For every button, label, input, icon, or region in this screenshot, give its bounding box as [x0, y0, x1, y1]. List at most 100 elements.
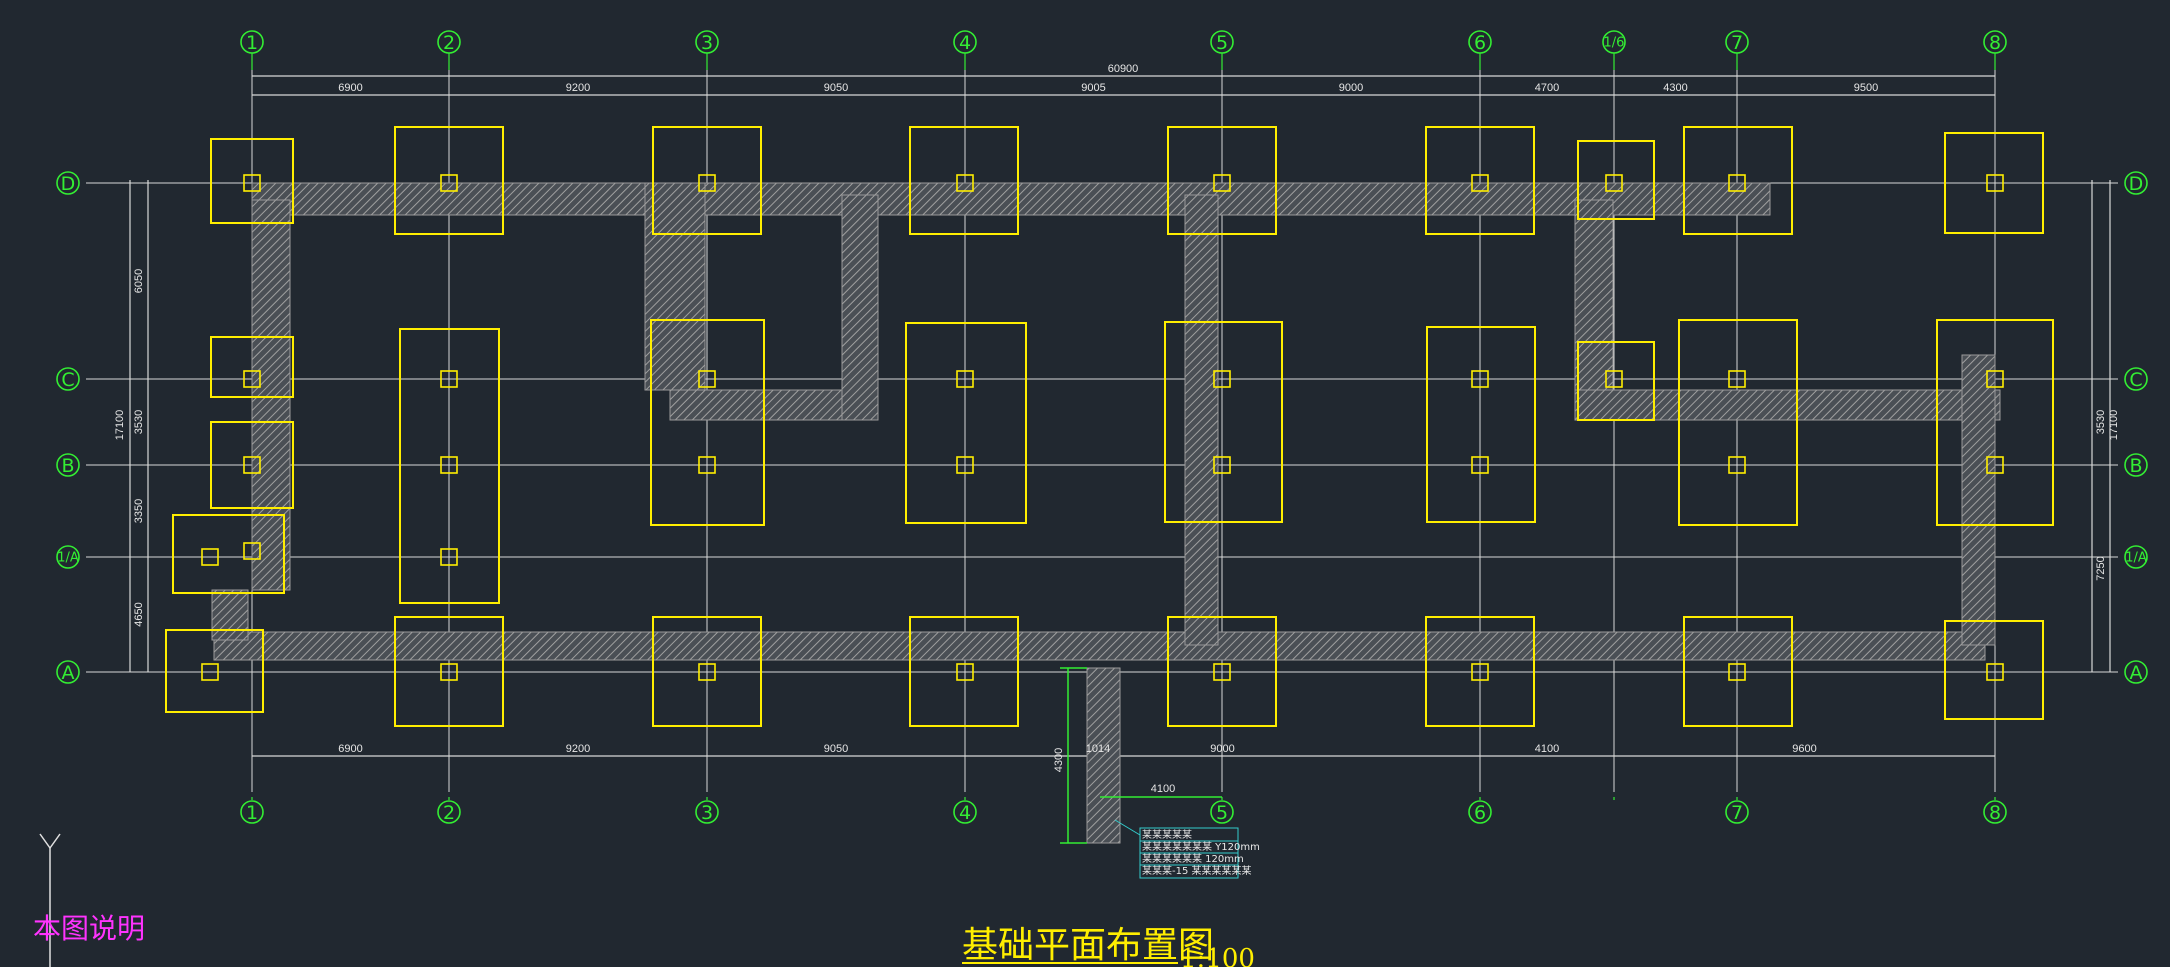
axis-bubble-bottom-3: 3 — [695, 800, 719, 824]
axis-bubble-right-A: A — [2124, 660, 2148, 684]
trench-offset-dimension: 4100 — [1151, 783, 1175, 795]
footing — [1425, 616, 1535, 727]
svg-text:1/A: 1/A — [2125, 551, 2147, 566]
footings — [165, 126, 2054, 727]
svg-text:D: D — [2129, 173, 2144, 195]
column-marker — [1471, 174, 1489, 192]
left-segment-dimension: 4650 — [133, 602, 145, 626]
axis-bubble-top-8: 8 — [1983, 30, 2007, 54]
trench-dimension — [1060, 667, 1222, 844]
svg-text:8: 8 — [1989, 32, 2001, 54]
svg-text:1/A: 1/A — [57, 551, 79, 566]
bottom-span-dimension: 6900 — [338, 743, 362, 755]
column-marker — [243, 542, 261, 560]
footing — [1683, 126, 1793, 235]
left-segment-dimension: 3350 — [133, 499, 145, 523]
legend-line-2: 某某某某某某某 Y120mm — [1142, 841, 1260, 853]
footing — [1425, 126, 1535, 235]
column-marker — [698, 370, 716, 388]
axis-bubble-bottom-7: 7 — [1725, 800, 1749, 824]
drawing-scale: 1:100 — [1180, 944, 1255, 967]
footing — [399, 328, 500, 604]
axis-bubble-top-1: 1 — [240, 30, 264, 54]
axis-bubble-top-6: 6 — [1468, 30, 1492, 54]
footing — [394, 616, 504, 727]
column-marker — [440, 456, 458, 474]
axis-bubble-bottom-4: 4 — [953, 800, 977, 824]
axis-bubble-left-1/A: 1/A — [56, 545, 80, 569]
axis-bubble-bottom-5: 5 — [1210, 800, 1234, 824]
column-marker — [698, 663, 716, 681]
right-segment-dimension: 3530 — [2095, 410, 2107, 434]
footing — [652, 616, 762, 727]
axis-bubble-left-B: B — [56, 453, 80, 477]
top-span-dimension: 4300 — [1663, 82, 1687, 94]
trench-legend: 某某某某某 某某某某某某某 Y120mm 某某某某某某 120mm 某某某-15… — [1114, 819, 1260, 879]
svg-text:7: 7 — [1731, 802, 1743, 824]
footing — [652, 126, 762, 235]
column-marker — [1986, 174, 2004, 192]
column-marker — [243, 174, 261, 192]
svg-text:4: 4 — [959, 802, 971, 824]
bottom-span-dimension: 9600 — [1792, 743, 1816, 755]
column-marker — [243, 456, 261, 474]
ground-beams — [211, 182, 2001, 844]
column-marker — [698, 456, 716, 474]
trench-depth-dimension: 4300 — [1053, 748, 1065, 772]
footing — [909, 126, 1019, 235]
bottom-span-dimension: 9000 — [1210, 743, 1234, 755]
svg-text:C: C — [2129, 369, 2142, 391]
top-span-dimension: 9050 — [824, 82, 848, 94]
right-overall-dimension: 17100 — [2108, 410, 2120, 441]
column-marker — [201, 663, 219, 681]
svg-text:5: 5 — [1216, 802, 1228, 824]
svg-text:1/6: 1/6 — [1604, 36, 1625, 51]
column-marker — [1728, 663, 1746, 681]
svg-text:8: 8 — [1989, 802, 2001, 824]
axis-bubble-bottom-2: 2 — [437, 800, 461, 824]
column-marker — [1986, 370, 2004, 388]
svg-text:6: 6 — [1474, 802, 1486, 824]
column-marker — [956, 456, 974, 474]
axis-bubble-right-B: B — [2124, 453, 2148, 477]
top-span-dimension: 9200 — [566, 82, 590, 94]
svg-text:B: B — [61, 455, 74, 477]
svg-text:1: 1 — [246, 802, 258, 824]
axis-bubble-top-1/6: 1/6 — [1602, 30, 1626, 54]
svg-text:A: A — [62, 662, 75, 684]
column-marker — [1213, 663, 1231, 681]
top-span-dimension: 4700 — [1535, 82, 1559, 94]
column-marker — [440, 548, 458, 566]
footing — [210, 138, 294, 224]
axis-bubble-top-5: 5 — [1210, 30, 1234, 54]
axis-bubble-left-C: C — [56, 367, 80, 391]
footing — [1167, 126, 1277, 235]
axis-bubble-bottom-6: 6 — [1468, 800, 1492, 824]
footing — [1577, 140, 1655, 220]
footing — [1936, 319, 2054, 526]
footing — [210, 336, 294, 398]
column-marker — [956, 663, 974, 681]
footing — [165, 629, 264, 713]
top-span-dimension: 9000 — [1339, 82, 1363, 94]
axis-bubble-bottom-8: 8 — [1983, 800, 2007, 824]
columns — [201, 174, 2004, 681]
axis-bubble-right-D: D — [2124, 171, 2148, 195]
axis-bubble-top-2: 2 — [437, 30, 461, 54]
top-span-dimension: 6900 — [338, 82, 362, 94]
dimension-lines — [129, 75, 2111, 757]
column-marker — [440, 663, 458, 681]
bottom-span-dimension: 9050 — [824, 743, 848, 755]
column-marker — [1471, 663, 1489, 681]
left-segment-dimension: 3530 — [133, 410, 145, 434]
column-marker — [1728, 370, 1746, 388]
footing — [909, 616, 1019, 727]
axis-bubble-left-D: D — [56, 171, 80, 195]
axis-bubble-top-4: 4 — [953, 30, 977, 54]
legend-line-3: 某某某某某某 120mm — [1142, 853, 1244, 865]
left-overall-dimension: 17100 — [114, 410, 126, 441]
footing — [905, 322, 1027, 524]
